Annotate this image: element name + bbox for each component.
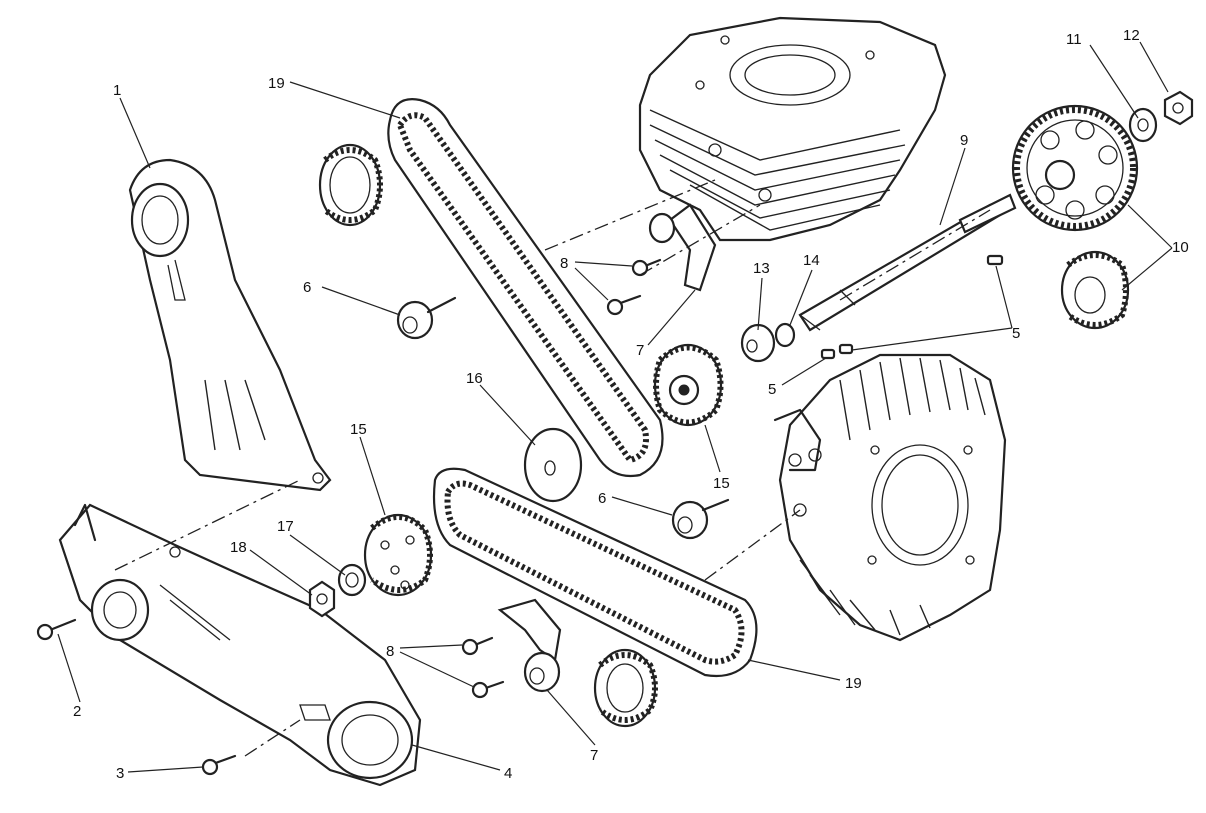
washer-11 [1128,107,1158,143]
screws-2-3 [36,618,237,776]
screws-8 [461,258,662,699]
callout-8-top: 8 [560,255,568,272]
callout-14: 14 [803,252,820,269]
keys-5 [820,254,1004,360]
small-timing-gear [1060,250,1130,330]
alignment-lines [114,179,991,757]
callout-6-right: 6 [598,490,606,507]
callout-19-bottom: 19 [845,675,862,692]
upper-belt-cover [128,158,332,492]
callout-17: 17 [277,518,294,535]
lower-right-pulley [593,648,658,728]
callout-15-right: 15 [713,475,730,492]
callout-5-left: 5 [768,381,776,398]
washer-17 [337,563,367,597]
spacers-6 [396,296,730,540]
callout-19-top: 19 [268,75,285,92]
callout-2: 2 [73,703,81,720]
callout-16: 16 [466,370,483,387]
leader-lines [57,41,1173,773]
camshaft-pulley-lower [363,513,433,597]
circlip-14 [774,322,796,348]
callout-4: 4 [504,765,512,782]
front-cylinder [773,353,1007,642]
washer-13 [740,323,776,363]
callout-7-top: 7 [636,342,644,359]
lower-timing-belt [432,467,758,678]
callout-7-bottom: 7 [590,747,598,764]
callout-5-right: 5 [1012,325,1020,342]
callout-8-bottom: 8 [386,643,394,660]
upper-left-pulley [318,143,383,227]
callout-12: 12 [1123,27,1140,44]
callout-9: 9 [960,132,968,149]
callout-11: 11 [1066,31,1082,48]
large-timing-gear [1011,104,1139,232]
callout-3: 3 [116,765,124,782]
callout-6-left: 6 [303,279,311,296]
washer-16 [523,427,583,503]
callout-15-left: 15 [350,421,367,438]
callout-10: 10 [1172,239,1189,256]
callout-18: 18 [230,539,247,556]
nut-18 [308,580,336,618]
callout-13: 13 [753,260,770,277]
callout-1: 1 [113,82,121,99]
nut-12 [1163,90,1194,126]
upper-timing-belt [387,98,664,478]
tensioners-7 [497,203,717,693]
camshaft-pulley-upper [653,343,724,427]
timing-shaft [798,193,1017,332]
callout-labels: 1 19 6 8 7 9 11 12 10 13 14 5 5 16 15 15… [73,27,1189,782]
lower-belt-cover [58,503,422,787]
rear-cylinder [638,16,947,242]
